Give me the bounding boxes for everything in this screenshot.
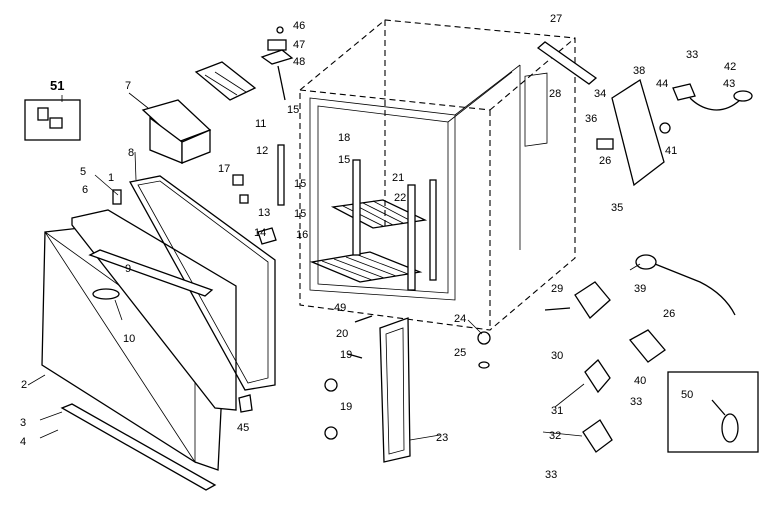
front-trim-23 — [379, 317, 411, 463]
label-49: 49 — [334, 302, 346, 314]
door-shelf-bar — [88, 249, 214, 297]
label-15-b: 15 — [294, 178, 306, 190]
label-25: 25 — [454, 347, 466, 359]
label-48: 48 — [293, 56, 305, 68]
label-16: 16 — [296, 229, 308, 241]
label-28: 28 — [549, 88, 561, 100]
shelf-supports — [277, 144, 437, 291]
label-15-d: 15 — [338, 154, 350, 166]
thermostat-43 — [672, 83, 753, 111]
power-cord-39 — [635, 254, 736, 316]
label-10: 10 — [123, 333, 135, 345]
label-43: 43 — [723, 78, 735, 90]
label-42: 42 — [724, 61, 736, 73]
wire-shelf-lower — [309, 251, 423, 283]
label-14: 14 — [254, 227, 266, 239]
label-30: 30 — [551, 350, 563, 362]
ice-tray — [194, 61, 257, 101]
label-29: 29 — [551, 283, 563, 295]
bottom-hinge-strip — [60, 403, 217, 491]
bracket-40 — [629, 329, 666, 363]
label-6: 6 — [82, 184, 88, 196]
cabinet-outline — [299, 19, 576, 331]
label-27: 27 — [550, 13, 562, 25]
label-5: 5 — [80, 166, 86, 178]
label-33-c: 33 — [545, 469, 557, 481]
label-15-a: 15 — [287, 104, 299, 116]
label-20: 20 — [336, 328, 348, 340]
label-9: 9 — [125, 263, 131, 275]
label-1: 1 — [108, 172, 114, 184]
label-23: 23 — [436, 432, 448, 444]
label-35: 35 — [611, 202, 623, 214]
door-gasket — [129, 175, 276, 391]
label-4: 4 — [20, 436, 26, 448]
label-7: 7 — [125, 80, 131, 92]
label-21: 21 — [392, 172, 404, 184]
label-13: 13 — [258, 207, 270, 219]
terminal-31 — [584, 359, 611, 394]
label-36: 36 — [585, 113, 597, 125]
label-34: 34 — [594, 88, 606, 100]
label-11: 11 — [255, 118, 266, 130]
rear-bracket-28 — [536, 41, 598, 85]
label-19-b: 19 — [340, 401, 352, 413]
label-47: 47 — [293, 39, 305, 51]
label-26-a: 26 — [599, 155, 611, 167]
label-39: 39 — [634, 283, 646, 295]
label-19-a: 19 — [340, 349, 352, 361]
label-33-b: 33 — [630, 396, 642, 408]
label-26-b: 26 — [663, 308, 675, 320]
label-32: 32 — [549, 430, 561, 442]
part-51-box — [24, 99, 81, 141]
callout-labels: 1 2 3 4 5 6 7 8 9 10 11 12 13 14 15 15 1… — [20, 13, 736, 481]
label-8: 8 — [128, 147, 134, 159]
label-22: 22 — [394, 192, 406, 204]
leg-screws — [324, 315, 491, 440]
label-3: 3 — [20, 417, 26, 429]
hardware-items — [112, 26, 294, 413]
label-17: 17 — [218, 163, 230, 175]
relay-29 — [544, 281, 611, 319]
control-panel-34 — [596, 78, 671, 187]
label-18: 18 — [338, 132, 350, 144]
label-33-a: 33 — [686, 49, 698, 61]
label-45: 45 — [237, 422, 249, 434]
label-31: 31 — [551, 405, 563, 417]
label-40: 40 — [634, 375, 646, 387]
terminal-32 — [582, 419, 613, 453]
label-2: 2 — [21, 379, 27, 391]
freezer-tray — [141, 99, 212, 164]
label-44: 44 — [656, 78, 668, 90]
label-38: 38 — [633, 65, 645, 77]
label-41: 41 — [665, 145, 677, 157]
label-12: 12 — [256, 145, 268, 157]
caster-box-50 — [667, 371, 759, 453]
label-46: 46 — [293, 20, 305, 32]
leader-lines — [27, 92, 641, 441]
label-24: 24 — [454, 313, 466, 325]
label-15-c: 15 — [294, 208, 306, 220]
label-50: 50 — [681, 389, 693, 401]
label-51: 51 — [50, 78, 64, 93]
